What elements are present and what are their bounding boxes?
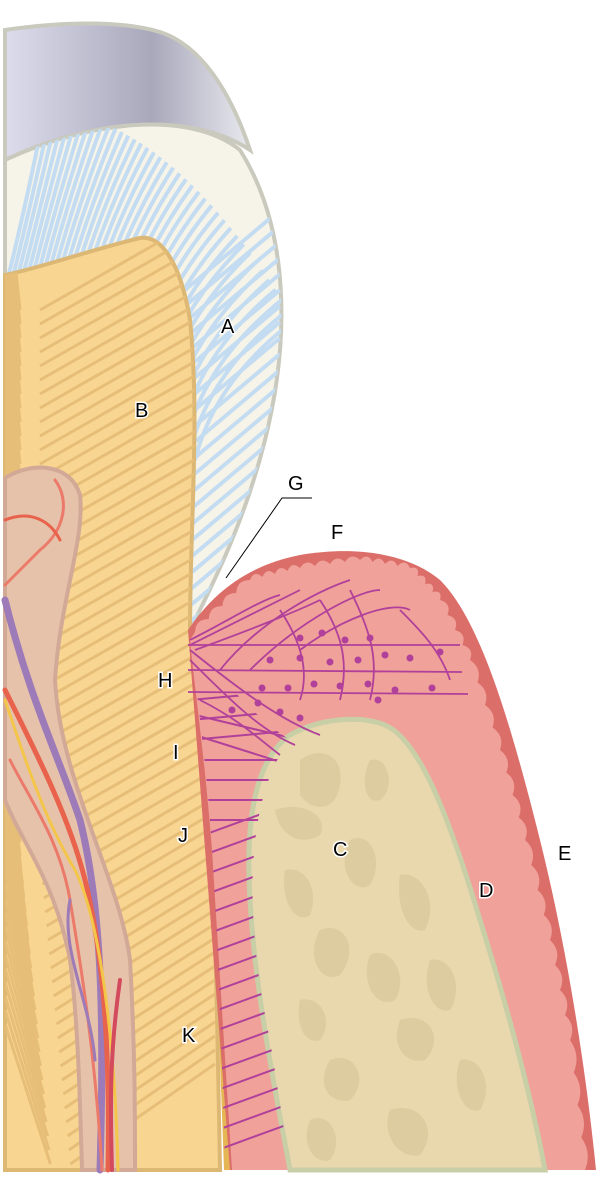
label-c-alveolar-bone: C <box>333 839 347 861</box>
label-h-gingival-fibers: H <box>158 670 172 692</box>
enamel-rod <box>183 224 282 308</box>
pdl-fiber <box>194 714 290 741</box>
fibroblast-dot <box>364 680 372 688</box>
enamel-rod <box>183 272 282 356</box>
fibroblast-dot <box>336 682 344 690</box>
dentin-tubule <box>5 883 38 1025</box>
dentin-tubule <box>39 628 216 732</box>
fibroblast-dot <box>366 634 374 642</box>
pdl-fiber <box>194 734 290 766</box>
dentin-tubule <box>39 614 216 718</box>
fibroblast-dot <box>341 636 349 644</box>
dentin-tubule <box>39 516 216 620</box>
label-i-alveolar-crest-fibers: I <box>173 742 179 764</box>
label-g-gingival-sulcus: G <box>288 473 304 495</box>
alveolar-bone <box>246 716 549 1173</box>
label-k-oblique-fibers: K <box>182 1025 196 1047</box>
label-e-gingival-epithelium: E <box>558 843 571 865</box>
enamel-rod <box>183 320 282 404</box>
dentin-tubule <box>39 600 216 704</box>
enamel-rod <box>183 416 282 500</box>
label-g-leader-line <box>225 497 312 579</box>
enamel-rod <box>183 288 282 372</box>
dentin-tubule <box>5 827 33 969</box>
dentin-tubule <box>5 1023 52 1165</box>
dentin-tubule <box>39 530 216 634</box>
dentin-tubule <box>5 967 47 1109</box>
dentin-tubule <box>5 925 43 1067</box>
dentin-tubule <box>39 306 216 410</box>
fibroblast-dot <box>284 684 292 692</box>
dentin-tubule <box>5 911 41 1053</box>
dentin-tubule <box>39 292 216 396</box>
pulp-region <box>1 465 138 1174</box>
fibroblast-dot <box>381 651 389 659</box>
enamel-rod <box>183 336 282 420</box>
enamel-rod <box>183 240 282 324</box>
fibroblast-dot <box>296 654 304 662</box>
enamel-rod <box>183 256 282 340</box>
fibroblast-dot <box>266 656 274 664</box>
label-a-enamel: A <box>221 316 235 338</box>
enamel-rod <box>183 400 282 484</box>
label-f-gingiva: F <box>331 522 343 544</box>
dentin-tubule <box>39 348 216 452</box>
fibroblast-dot <box>296 714 304 722</box>
fibroblast-dot <box>318 629 326 637</box>
dentin-tubule <box>5 1009 51 1151</box>
dentin-tubule <box>5 897 40 1039</box>
dentin-tubule <box>39 558 216 662</box>
fibroblast-dot <box>428 684 436 692</box>
enamel-rod <box>183 304 282 388</box>
fibroblast-dot <box>258 684 266 692</box>
dentin-tubule <box>5 855 36 997</box>
dentin-tubule <box>5 841 34 983</box>
fibroblast-dot <box>391 686 399 694</box>
fibroblast-dot <box>406 654 414 662</box>
dentin-tubule <box>39 544 216 648</box>
dentin-tubule <box>5 995 50 1137</box>
dentin-tubule <box>39 362 216 466</box>
enamel-rod <box>183 368 282 452</box>
dentin-tubule <box>5 981 48 1123</box>
dentin-tubule <box>39 376 216 480</box>
fibroblast-dot <box>326 658 334 666</box>
dentin-tubule <box>39 572 216 676</box>
fibroblast-dot <box>436 648 444 656</box>
enamel-rod <box>183 352 282 436</box>
fibroblast-dot <box>228 706 236 714</box>
dentin-tubule <box>39 334 216 438</box>
dentin-tubule <box>5 939 44 1081</box>
dentin-tubule <box>39 237 216 312</box>
dentin-tubule <box>5 953 45 1095</box>
gingival-fiber-dots <box>228 629 444 722</box>
fibroblast-dot <box>276 708 284 716</box>
label-b-dentin: B <box>135 400 148 422</box>
fibroblast-dot <box>354 656 362 664</box>
enamel-rod <box>193 318 282 461</box>
fibroblast-dot <box>310 680 318 688</box>
dentin-tubule <box>39 642 216 746</box>
enamel-rod <box>183 208 282 292</box>
fibroblast-dot <box>374 696 382 704</box>
enamel-rod <box>183 384 282 468</box>
dentin-tubule <box>39 586 216 690</box>
dentin-tubule <box>39 656 216 760</box>
dentin-tubule <box>5 869 37 1011</box>
label-d-gingival-connective-tissue: D <box>479 880 493 902</box>
fibroblast-dot <box>296 634 304 642</box>
fibroblast-dot <box>254 699 262 707</box>
dentin-tubule <box>39 320 216 424</box>
label-j-horizontal-fibers: J <box>178 825 188 847</box>
